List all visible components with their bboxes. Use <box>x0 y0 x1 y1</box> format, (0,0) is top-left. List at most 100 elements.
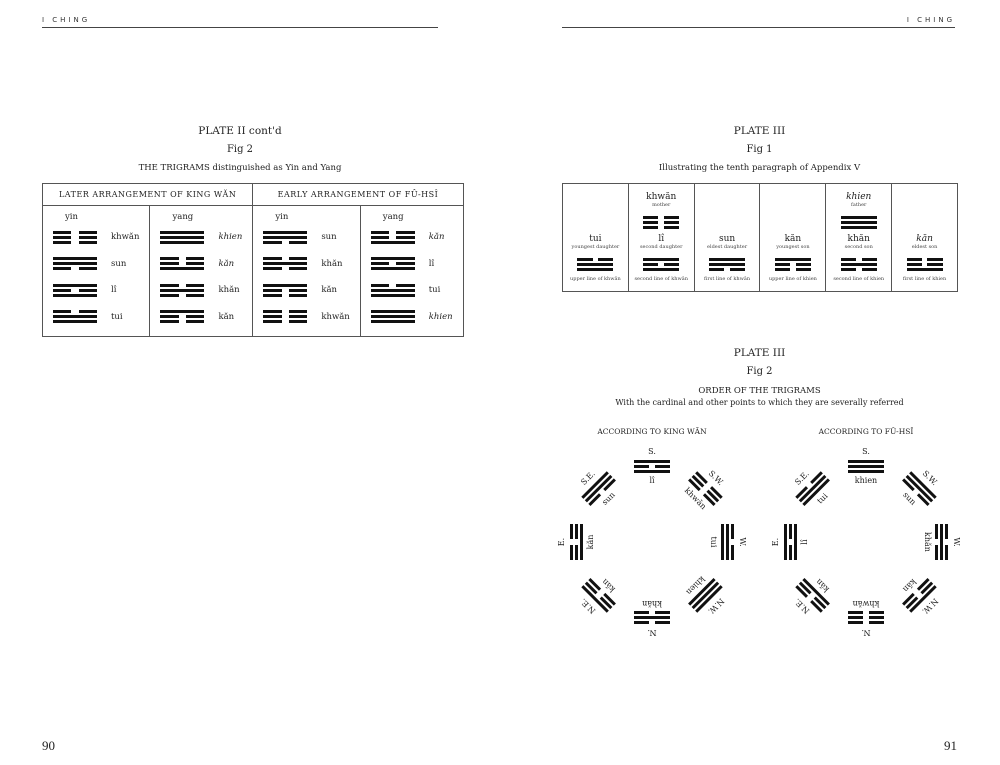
direction-label: N. <box>647 628 657 637</box>
trigram-icon <box>160 283 205 297</box>
trigram-name: kăn <box>428 232 445 243</box>
direction-label: E. <box>771 537 780 547</box>
fu-hsi-heading: ACCORDING TO FÛ-HSÎ <box>818 427 914 436</box>
trigram-icon <box>848 611 884 624</box>
plate2-title: PLATE II cont'd <box>198 125 282 137</box>
direction-label: S. <box>862 447 870 456</box>
trigram-icon <box>263 230 308 244</box>
trigram-icon <box>570 524 583 560</box>
trigram-row: kăn <box>370 224 453 251</box>
trigram-name: khăn <box>642 599 662 608</box>
plate3-fig2-caption: ORDER OF THE TRIGRAMS <box>698 386 821 396</box>
child-name: khăn <box>847 234 870 244</box>
direction-label: S. <box>648 447 656 456</box>
child-name: sun <box>718 234 736 244</box>
plate3-fig1-title: PLATE III <box>733 125 786 137</box>
trigram-icon <box>906 258 943 271</box>
trigram-icon <box>160 230 205 244</box>
trigram-icon <box>160 257 205 271</box>
trigram-row: kăn <box>263 277 349 304</box>
child-role: youngest son <box>776 244 810 250</box>
trigram-name: khien <box>428 311 453 322</box>
column-label: yin <box>275 212 289 222</box>
child-role: second daughter <box>639 244 683 250</box>
trigram-name: kăn <box>321 285 338 296</box>
trigram-name: khăn <box>218 285 240 296</box>
plate3-fig2-title: PLATE III <box>733 347 786 359</box>
trigram-row: sun <box>53 251 139 278</box>
trigram-name: khien <box>854 476 878 485</box>
plate3-fig1-caption: Illustrating the tenth paragraph of Appe… <box>658 163 861 173</box>
trigram-icon <box>53 230 97 244</box>
trigram-row: khien <box>160 224 242 251</box>
trigram-icon <box>840 216 877 229</box>
running-header-left: I CHING <box>42 16 91 24</box>
trigram-icon <box>721 524 734 560</box>
trigram-icon <box>263 310 308 324</box>
trigram-icon <box>263 257 308 271</box>
trigram-name: khăn <box>923 532 932 552</box>
trigram-name: lî <box>800 539 809 545</box>
header-rule-right <box>562 27 955 28</box>
child-role: youngest daughter <box>571 244 620 250</box>
plate3-fig2-fig: Fig 2 <box>746 366 773 377</box>
child-name: lî <box>658 234 665 244</box>
page-number-left: 90 <box>42 738 55 753</box>
trigram-icon <box>263 283 308 297</box>
trigram-row: kăn <box>160 251 242 278</box>
trigram-icon <box>370 257 415 271</box>
trigram-name: kăn <box>218 311 235 322</box>
derivation-note: second line of khien <box>833 276 885 282</box>
trigram-icon <box>709 258 746 271</box>
trigram-row: khăn <box>160 277 242 304</box>
trigram-name: khien <box>218 232 243 243</box>
trigram-row: khwăn <box>53 224 139 251</box>
trigram-row: khien <box>370 304 453 331</box>
trigram-row: kăn <box>160 304 242 331</box>
trigram-icon <box>53 283 97 297</box>
parent-name: khien <box>846 192 872 202</box>
trigram-icon <box>370 283 415 297</box>
parent-role: father <box>851 202 867 208</box>
trigram-icon <box>774 258 811 271</box>
trigram-icon <box>53 257 97 271</box>
direction-label: E. <box>557 537 566 547</box>
trigram-row: khwăn <box>263 304 350 331</box>
trigram-name: tui <box>428 285 441 296</box>
header-rule-left <box>42 27 438 28</box>
trigram-name: khwăn <box>852 599 880 608</box>
trigram-icon <box>784 524 797 560</box>
derivation-note: upper line of khwăn <box>570 276 621 282</box>
trigram-icon <box>935 524 948 560</box>
plate2-fig: Fig 2 <box>226 144 254 155</box>
derivation-note: first line of khwăn <box>704 276 751 282</box>
trigram-icon <box>370 310 415 324</box>
direction-label: W. <box>738 537 747 547</box>
derivation-note: first line of khien <box>902 276 947 282</box>
trigram-icon <box>634 460 670 473</box>
trigram-row: lî <box>370 251 453 278</box>
trigram-column: yin sun khăn kăn khwăn <box>252 205 361 337</box>
trigram-name: sun <box>111 258 127 269</box>
trigram-name: sun <box>321 232 337 243</box>
trigram-column: yang khien kăn khăn kăn <box>149 205 254 337</box>
trigram-icon <box>643 258 680 271</box>
trigram-name: lî <box>111 285 117 296</box>
column-label: yang <box>172 212 194 222</box>
trigram-name: khăn <box>321 258 343 269</box>
trigram-icon <box>577 258 614 271</box>
trigram-icon <box>370 230 415 244</box>
child-name: kăn <box>916 234 933 244</box>
king-wan-heading: ACCORDING TO KING WĂN <box>597 427 707 436</box>
trigram-name: tui <box>709 536 718 548</box>
trigram-name: lî <box>649 476 655 485</box>
trigram-name: lî <box>428 258 435 269</box>
running-header-right: I CHING <box>906 16 955 24</box>
trigram-name: kăn <box>586 534 595 550</box>
direction-label: N. <box>861 628 871 637</box>
page-number-right: 91 <box>944 738 957 753</box>
column-label: yin <box>65 212 78 222</box>
